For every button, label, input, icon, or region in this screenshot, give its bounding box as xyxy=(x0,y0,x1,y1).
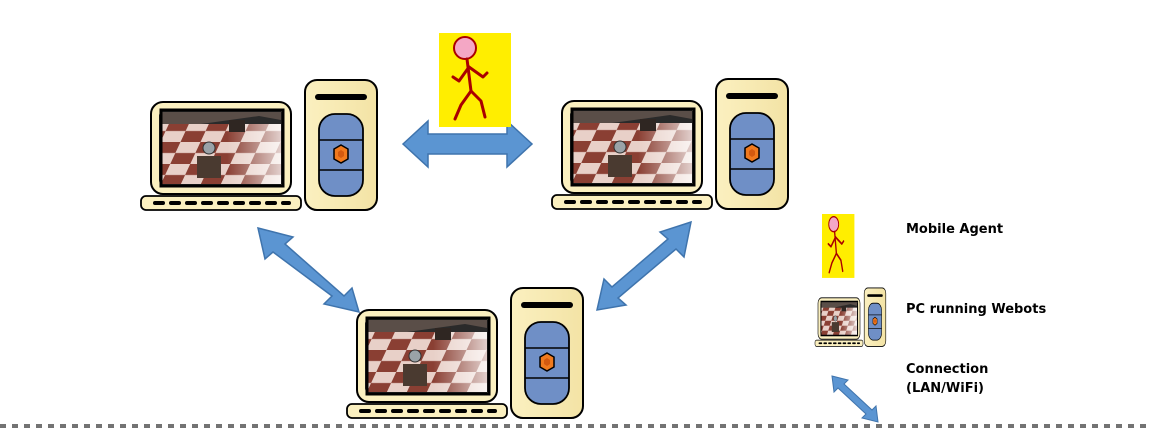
legend-connection-label-line1: Connection xyxy=(906,362,989,377)
pc-top-left xyxy=(139,78,379,212)
connection-arrow-right xyxy=(596,220,692,311)
legend-connection-label-line2: (LAN/WiFi) xyxy=(906,381,984,396)
legend-connection-label: Connection (LAN/WiFi) xyxy=(906,360,988,398)
legend-agent-icon xyxy=(820,212,856,279)
pc-top-right xyxy=(550,77,790,211)
pc-bottom xyxy=(345,286,585,420)
connection-arrow-left xyxy=(256,226,361,314)
legend-connection-icon xyxy=(831,375,879,423)
legend-agent-label: Mobile Agent xyxy=(906,222,1004,237)
connection-arrow-top xyxy=(401,119,534,169)
legend-pc-label: PC running Webots xyxy=(906,302,1047,317)
legend-pc-icon xyxy=(814,287,887,348)
cropped-caption-text xyxy=(0,414,1151,428)
mobile-agent-icon xyxy=(437,31,513,129)
